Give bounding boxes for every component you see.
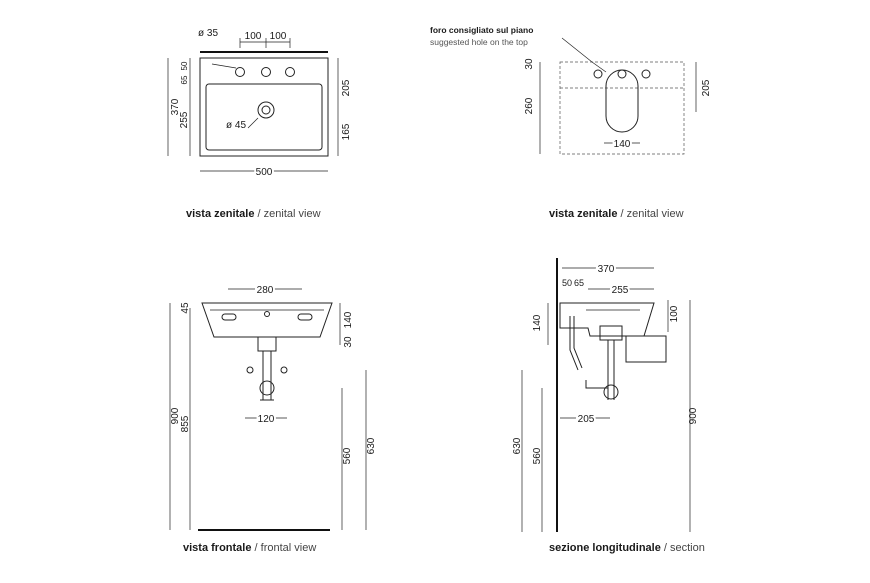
dim-370: 370: [598, 264, 615, 275]
top-view-hole: foro consigliato sul piano suggested hol…: [430, 25, 712, 155]
caption-bold: vista frontale: [183, 542, 252, 554]
caption-bottom-right: sezione longitudinale / section: [549, 542, 705, 554]
drain-outer: [257, 101, 275, 119]
note-italian: foro consigliato sul piano: [430, 25, 533, 35]
overflow-left: [221, 313, 237, 321]
dim-65: 65: [574, 278, 584, 288]
dim-165: 165: [341, 123, 352, 140]
dim-50: 50: [562, 278, 572, 288]
waste-fitting: [599, 325, 623, 341]
dim-630: 630: [512, 437, 523, 454]
tap-hole-left: [593, 69, 603, 79]
fixing-left: [246, 366, 254, 374]
note-leader: [561, 37, 607, 73]
dim-140: 140: [532, 314, 543, 331]
dim-255: 255: [179, 111, 190, 128]
hole-leader: [211, 63, 237, 69]
dim-900: 900: [688, 407, 699, 424]
basin-bowl: [205, 83, 323, 151]
tap-hole-right: [285, 67, 295, 77]
overflow-right: [297, 313, 313, 321]
dim-45: 45: [180, 302, 191, 314]
caption-rest: / section: [660, 542, 705, 554]
tap-hole-center: [261, 67, 271, 77]
dim-280: 280: [257, 285, 274, 296]
dim-630: 630: [366, 437, 377, 454]
dim-205: 205: [578, 414, 595, 425]
caption-rest: / zenital view: [617, 208, 684, 220]
dim-560: 560: [532, 447, 543, 464]
basin-outline: [199, 57, 329, 157]
caption-bold: sezione longitudinale: [549, 542, 661, 554]
dim-100-left: 100: [245, 31, 262, 42]
waste-fitting: [257, 336, 277, 352]
dim-120: 120: [258, 414, 275, 425]
dim-500: 500: [256, 167, 273, 178]
trap-bend: [585, 380, 608, 389]
basin-front: [201, 302, 333, 338]
dim-260: 260: [524, 97, 535, 114]
dim-205: 205: [701, 79, 712, 96]
dim-140: 140: [614, 139, 631, 150]
drain-inner: [261, 105, 271, 115]
front-view: 280 900 855 45 140 30 560 630 120: [169, 283, 377, 531]
dim-370: 370: [170, 98, 181, 115]
caption-rest: / zenital view: [254, 208, 321, 220]
dim-255: 255: [612, 285, 629, 296]
siphon-trap: [259, 380, 275, 396]
dim-30: 30: [343, 336, 354, 348]
dim-560: 560: [342, 447, 353, 464]
caption-bottom-left: vista frontale / frontal view: [183, 542, 316, 554]
dim-d45: ø 45: [226, 120, 246, 131]
dim-100: 100: [669, 305, 680, 322]
tap-hole: [264, 311, 270, 317]
caption-rest: / frontal view: [251, 542, 317, 554]
dim-855: 855: [180, 415, 191, 432]
dim-100-right: 100: [270, 31, 287, 42]
tap-hole-left: [235, 67, 245, 77]
tap-hole-center: [617, 69, 627, 79]
dim-50: 50: [180, 61, 189, 70]
dim-900: 900: [170, 407, 181, 424]
fixing-right: [280, 366, 288, 374]
drain-leader: [247, 117, 259, 129]
countertop-outline: [559, 61, 685, 155]
note-english: suggested hole on the top: [430, 37, 528, 47]
caption-top-left: vista zenitale / zenital view: [186, 208, 321, 220]
hidden-panel: [625, 335, 667, 363]
caption-top-right: vista zenitale / zenital view: [549, 208, 684, 220]
caption-bold: vista zenitale: [186, 208, 255, 220]
dim-205: 205: [341, 79, 352, 96]
dim-140: 140: [343, 311, 354, 328]
siphon-trap: [603, 384, 619, 400]
dim-d35: ø 35: [198, 28, 218, 39]
basin-section: [559, 302, 655, 337]
supply-hose: [569, 316, 579, 371]
dim-65: 65: [180, 75, 189, 84]
caption-bold: vista zenitale: [549, 208, 618, 220]
section-view: 370 50 65 255 140 100 900 630 560 205: [512, 258, 699, 532]
suggested-hole: [605, 69, 639, 133]
tap-hole-right: [641, 69, 651, 79]
dim-30: 30: [524, 58, 535, 70]
top-view-basin: 100 100 ø 35 370 255 65 50 205 165 ø 45 …: [167, 28, 352, 180]
supply-hose-2: [573, 316, 583, 369]
